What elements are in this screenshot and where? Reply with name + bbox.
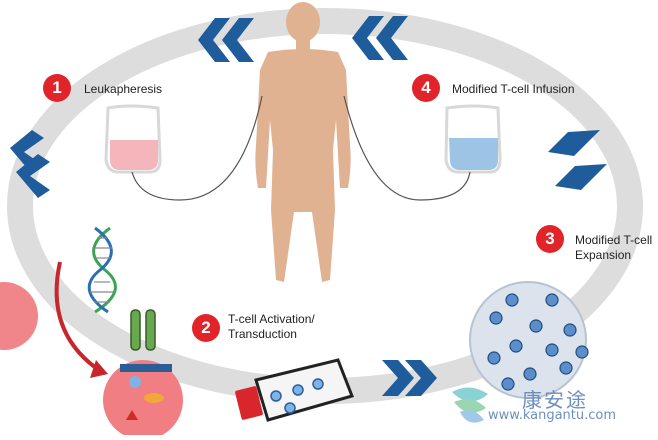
watermark-brand: 康安途: [522, 388, 588, 412]
expansion-dish: [469, 281, 589, 399]
dna-helix-icon: [87, 226, 117, 314]
transduction-arrow-icon: [54, 261, 108, 378]
culture-flask: [235, 358, 354, 422]
step-3-label-line2: Expansion: [575, 248, 632, 262]
watermark-logo-icon: [452, 387, 488, 423]
chevron-right-icon: [548, 130, 607, 190]
t-cell-with-car: [103, 309, 183, 440]
cell-partial: [0, 282, 38, 350]
chevron-top-left-icon: [198, 18, 254, 62]
step-2-label: T-cell Activation/ Transduction: [228, 312, 315, 342]
collection-bag: [104, 95, 263, 201]
step-2-badge: 2: [192, 314, 220, 342]
step-2-label-line1: T-cell Activation/: [228, 312, 315, 326]
step-1-label: Leukapheresis: [84, 82, 163, 96]
watermark-url: www.kangantu.com: [488, 408, 617, 423]
step-3-badge: 3: [536, 225, 564, 253]
chevron-top-right-icon: [352, 16, 408, 60]
step-2-label-line2: Transduction: [228, 327, 297, 341]
chevron-bottom-icon: [382, 360, 437, 396]
chevron-left-icon: [10, 130, 50, 198]
step-3-label-line1: Modified T-cell: [575, 233, 653, 247]
step-1-badge: 1: [43, 74, 71, 102]
infusion-bag: [343, 95, 502, 201]
step-4-badge: 4: [412, 74, 440, 102]
step-3-label: Modified T-cell Expansion: [575, 233, 652, 263]
patient-body: [255, 2, 351, 282]
step-4-label: Modified T-cell Infusion: [452, 82, 575, 96]
